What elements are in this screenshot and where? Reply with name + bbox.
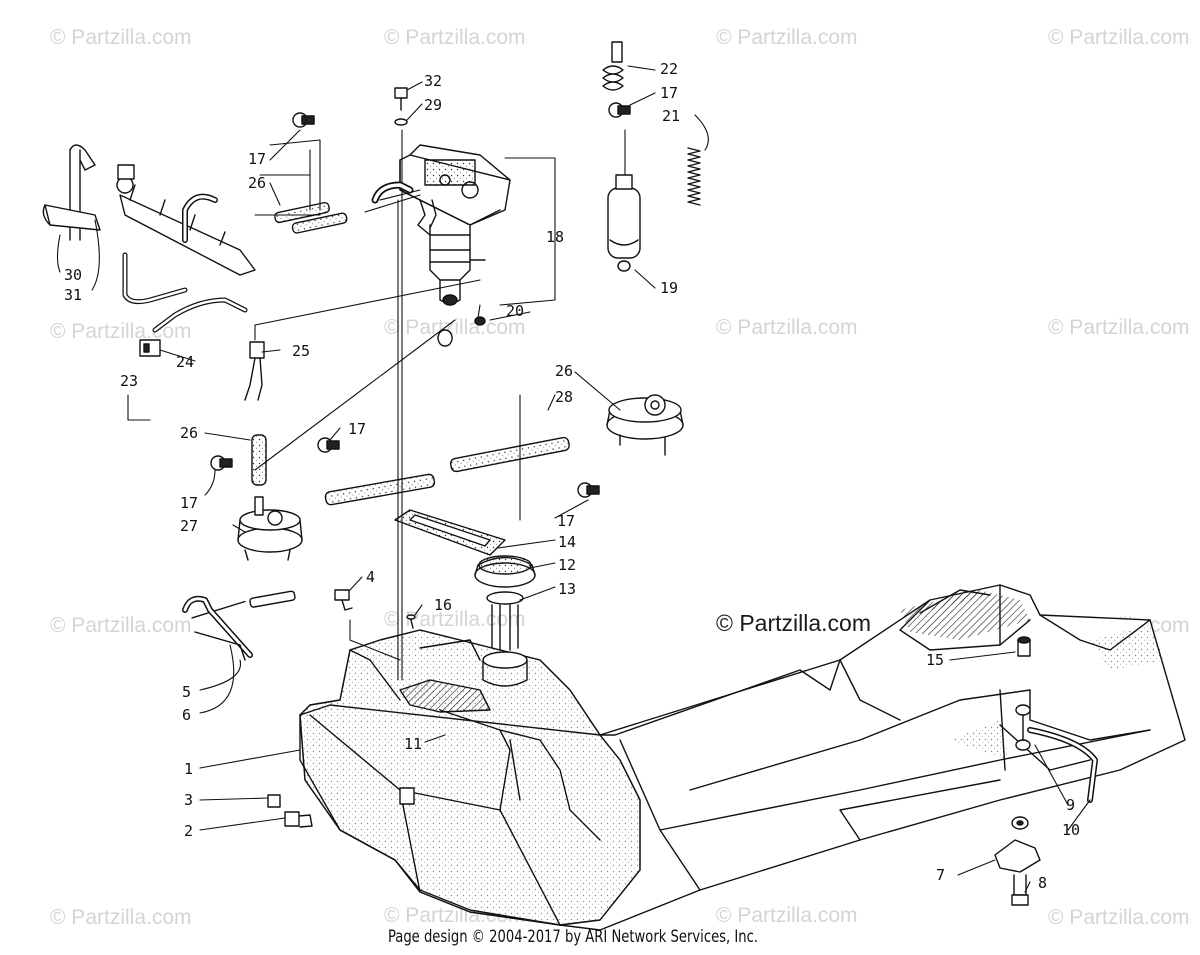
- clamp-17-c: [210, 455, 233, 471]
- callout-2: 2: [184, 822, 194, 840]
- fuel-filter-27: [237, 496, 303, 561]
- grommet-20: [474, 316, 486, 326]
- hose-26-long-right: [449, 436, 570, 473]
- callout-27: 27: [180, 517, 199, 535]
- hose-26-long-left: [324, 473, 436, 506]
- watermark: © Partzilla.com: [384, 26, 526, 49]
- callout-26: 26: [555, 362, 574, 380]
- callout-14: 14: [558, 533, 577, 551]
- callout-21: 21: [662, 107, 681, 125]
- page-footer: Page design © 2004-2017 by ARI Network S…: [388, 927, 759, 947]
- callout-9: 9: [1066, 796, 1076, 814]
- callout-1: 1: [184, 760, 194, 778]
- callout-6: 6: [182, 706, 192, 724]
- callout-leaders: [56, 65, 1091, 893]
- callout-17: 17: [248, 150, 267, 168]
- watermark: © Partzilla.com: [384, 316, 526, 339]
- callout-17: 17: [348, 420, 367, 438]
- callout-19: 19: [660, 279, 679, 297]
- callout-11: 11: [404, 735, 423, 753]
- clamp-17-e: [608, 102, 631, 118]
- fuel-pump-assembly: [399, 144, 511, 347]
- callout-22: 22: [660, 60, 679, 78]
- callout-18: 18: [546, 228, 565, 246]
- callout-30: 30: [64, 266, 83, 284]
- clamp-17-b: [317, 437, 340, 453]
- vent-fitting-9: [1015, 704, 1031, 751]
- clamps-and-fittings: [139, 87, 1098, 906]
- drain-plug-2-3: [267, 794, 313, 828]
- watermark: © Partzilla.com: [50, 614, 192, 637]
- hose-26-short: [251, 434, 267, 486]
- callout-26: 26: [180, 424, 199, 442]
- callout-15: 15: [926, 651, 945, 669]
- fuel-filter-28: [606, 394, 684, 456]
- callout-5: 5: [182, 683, 192, 701]
- hose-5-6: [191, 590, 296, 619]
- callout-29: 29: [424, 96, 443, 114]
- watermark: © Partzilla.com: [1048, 26, 1190, 49]
- watermark: © Partzilla.com: [716, 316, 858, 339]
- callout-28: 28: [555, 388, 574, 406]
- callout-31: 31: [64, 286, 83, 304]
- callout-10: 10: [1062, 821, 1081, 839]
- callout-24: 24: [176, 353, 195, 371]
- callout-7: 7: [936, 866, 946, 884]
- callout-8: 8: [1038, 874, 1048, 892]
- fuel-sender-13: [486, 591, 524, 651]
- harness-25: [244, 341, 265, 401]
- callout-17: 17: [180, 494, 199, 512]
- watermark: © Partzilla.com: [716, 904, 858, 927]
- bolt-32: [394, 87, 408, 111]
- sender-cap-12: [474, 555, 536, 588]
- bolt-8: [1011, 874, 1029, 906]
- washer-29: [394, 118, 408, 126]
- callout-23: 23: [120, 372, 139, 390]
- fuel-tank: [299, 629, 641, 926]
- fitting-4: [334, 589, 353, 611]
- watermark: © Partzilla.com: [50, 26, 192, 49]
- fuel-line-9-10: [1027, 727, 1098, 803]
- callout-4: 4: [366, 568, 376, 586]
- grommet-7: [994, 816, 1041, 873]
- callout-3: 3: [184, 791, 194, 809]
- hose-26-upper: [274, 201, 348, 234]
- watermark: © Partzilla.com: [716, 26, 858, 49]
- callout-12: 12: [558, 556, 577, 574]
- gasket-14: [394, 509, 506, 556]
- callout-32: 32: [424, 72, 443, 90]
- watermark: © Partzilla.com: [50, 906, 192, 929]
- watermark: © Partzilla.com: [50, 320, 192, 343]
- fuel-rail: [42, 144, 256, 305]
- callout-17: 17: [557, 512, 576, 530]
- hoses: [152, 181, 570, 661]
- callout-17: 17: [660, 84, 679, 102]
- callout-13: 13: [558, 580, 577, 598]
- callout-16: 16: [434, 596, 453, 614]
- watermark: © Partzilla.com: [1048, 906, 1190, 929]
- drain-boss: [399, 787, 415, 805]
- clamp-17-d: [577, 482, 600, 498]
- connector-24: [139, 339, 161, 357]
- leader-lines: [127, 129, 626, 681]
- watermark: © Partzilla.com: [384, 608, 526, 631]
- callout-20: 20: [506, 302, 525, 320]
- watermark-main: © Partzilla.com: [716, 610, 871, 636]
- callout-25: 25: [292, 342, 311, 360]
- callout-26: 26: [248, 174, 267, 192]
- watermark: © Partzilla.com: [1048, 316, 1190, 339]
- fastener-15: [1017, 636, 1031, 657]
- in-tank-pump-19: [607, 174, 641, 272]
- hose-22: [602, 41, 624, 91]
- clamp-17: [292, 112, 315, 128]
- spring-21: [687, 147, 701, 206]
